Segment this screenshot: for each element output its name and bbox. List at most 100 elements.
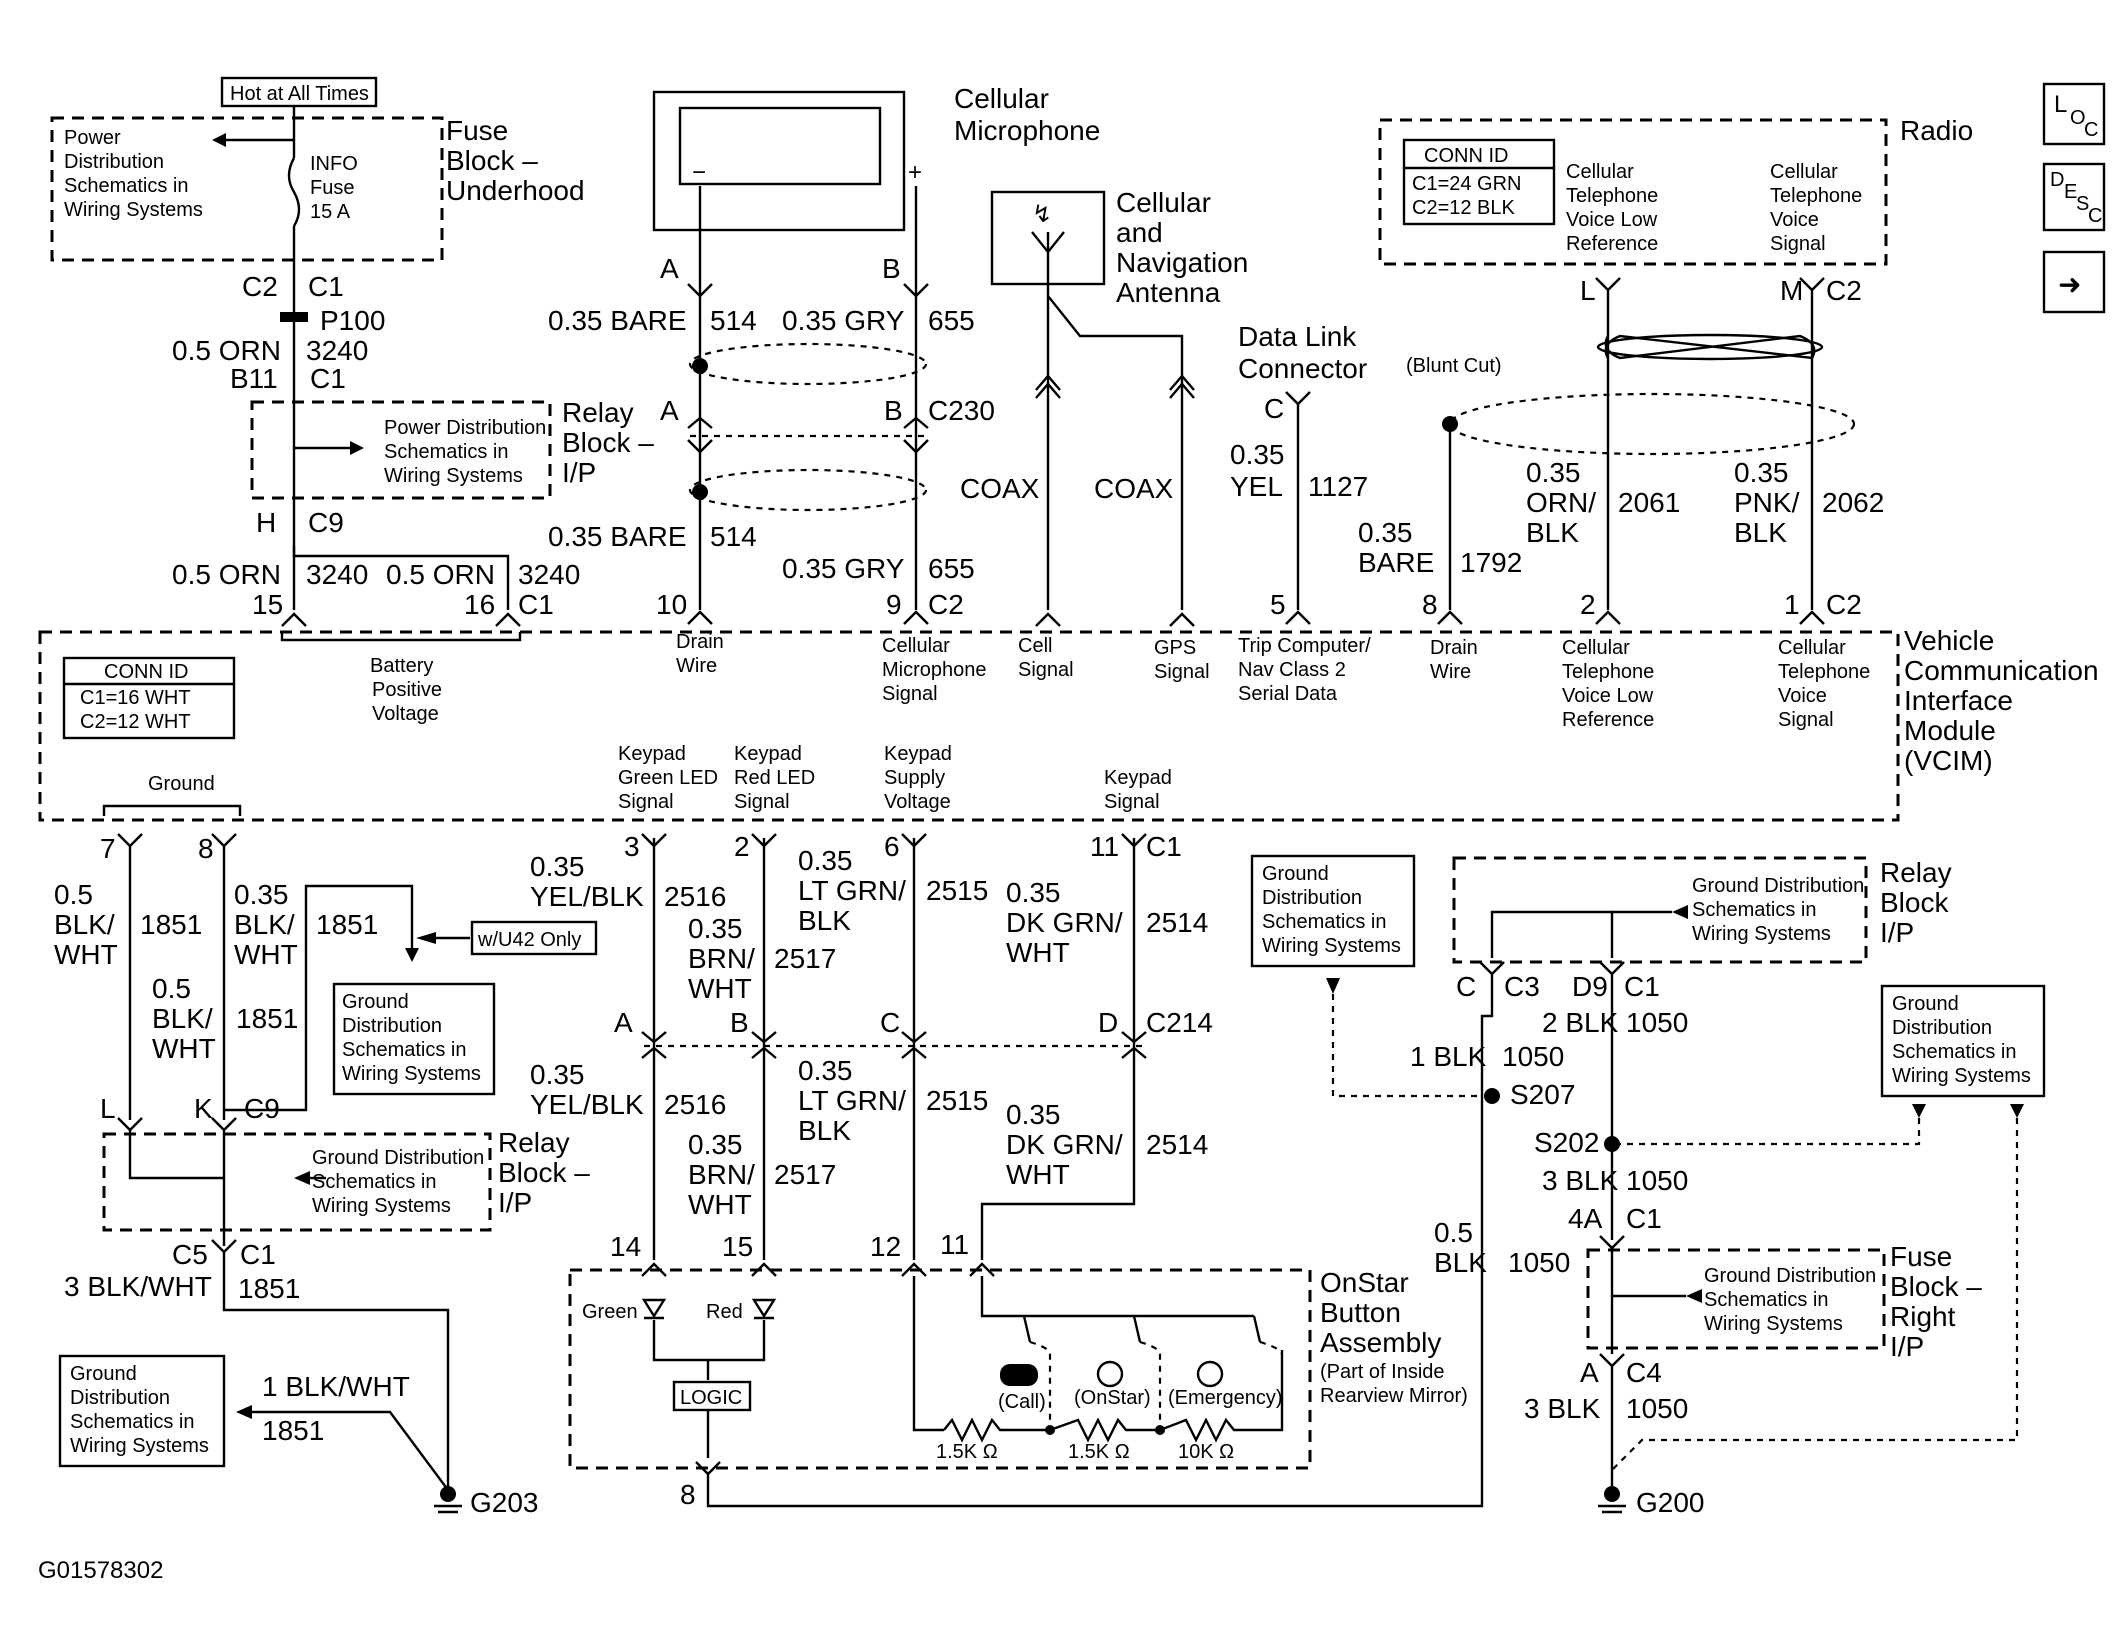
svg-text:C1=16 WHT: C1=16 WHT (80, 687, 191, 709)
fuse-block-underhood: Hot at All Times Power Distribution Sche… (50, 76, 585, 262)
svg-text:Voice: Voice (1770, 209, 1819, 231)
svg-text:WHT: WHT (688, 973, 752, 1004)
svg-text:C2: C2 (242, 271, 278, 302)
svg-text:Ground Distribution: Ground Distribution (312, 1147, 484, 1169)
svg-text:Serial Data: Serial Data (1238, 683, 1338, 705)
svg-text:C230: C230 (928, 395, 995, 426)
svg-text:Rearview Mirror): Rearview Mirror) (1320, 1385, 1468, 1407)
svg-text:E: E (2064, 181, 2077, 203)
svg-text:0.35: 0.35 (688, 1129, 743, 1160)
description-button[interactable]: D E S C (2042, 162, 2106, 232)
svg-text:Ground: Ground (1262, 863, 1329, 885)
svg-text:D9: D9 (1572, 971, 1608, 1002)
svg-text:C1: C1 (240, 1239, 276, 1270)
svg-text:DK GRN/: DK GRN/ (1006, 1129, 1123, 1160)
svg-text:3 BLK: 3 BLK (1542, 1165, 1619, 1196)
svg-text:Wire: Wire (1430, 661, 1471, 683)
svg-text:Wiring Systems: Wiring Systems (70, 1435, 209, 1457)
svg-text:0.35: 0.35 (1006, 1099, 1061, 1130)
svg-text:↯: ↯ (1032, 201, 1052, 228)
svg-text:A: A (660, 395, 679, 426)
svg-text:514: 514 (710, 305, 757, 336)
svg-text:Signal: Signal (882, 683, 938, 705)
svg-text:655: 655 (928, 553, 975, 584)
svg-text:0.5: 0.5 (1434, 1217, 1473, 1248)
svg-text:Ground Distribution: Ground Distribution (1704, 1265, 1876, 1287)
svg-text:and: and (1116, 217, 1163, 248)
svg-text:BARE: BARE (1358, 547, 1434, 578)
svg-text:Fuse: Fuse (1890, 1241, 1952, 1272)
svg-text:Wiring Systems: Wiring Systems (342, 1063, 481, 1085)
svg-text:3 BLK/WHT: 3 BLK/WHT (64, 1271, 212, 1302)
svg-text:1050: 1050 (1626, 1165, 1688, 1196)
svg-text:Wiring Systems: Wiring Systems (1692, 923, 1831, 945)
svg-text:BRN/: BRN/ (688, 1159, 755, 1190)
svg-text:Ground: Ground (70, 1363, 137, 1385)
svg-text:Wiring Systems: Wiring Systems (384, 465, 523, 487)
svg-text:Wiring Systems: Wiring Systems (64, 199, 203, 221)
svg-text:C: C (2084, 119, 2098, 141)
svg-text:G200: G200 (1636, 1487, 1705, 1518)
data-link-connector: Data Link Connector C 0.35 YEL 1127 5 Tr… (1230, 321, 1371, 705)
svg-text:0.35: 0.35 (798, 845, 853, 876)
svg-text:WHT: WHT (152, 1033, 216, 1064)
svg-text:S207: S207 (1510, 1079, 1575, 1110)
svg-text:L: L (2054, 91, 2067, 118)
svg-text:B: B (884, 395, 903, 426)
hot-label-box (220, 76, 378, 108)
next-arrow-button[interactable]: ➜ (2042, 250, 2106, 314)
svg-text:Telephone: Telephone (1770, 185, 1862, 207)
svg-text:BLK/: BLK/ (152, 1003, 213, 1034)
svg-text:2: 2 (1580, 589, 1596, 620)
svg-text:0.35: 0.35 (530, 851, 585, 882)
svg-text:Cellular: Cellular (882, 635, 950, 657)
svg-text:COAX: COAX (1094, 473, 1174, 504)
svg-text:WHT: WHT (1006, 937, 1070, 968)
svg-text:15 A: 15 A (310, 201, 351, 223)
svg-text:2514: 2514 (1146, 1129, 1208, 1160)
svg-text:S: S (2076, 193, 2089, 215)
svg-text:(OnStar): (OnStar) (1074, 1387, 1151, 1409)
svg-text:12: 12 (870, 1231, 901, 1262)
svg-text:YEL/BLK: YEL/BLK (530, 1089, 644, 1120)
svg-text:Cellular: Cellular (1770, 161, 1838, 183)
svg-text:D: D (2050, 169, 2064, 191)
svg-text:Schematics in: Schematics in (70, 1411, 195, 1433)
svg-text:16: 16 (464, 589, 495, 620)
svg-text:6: 6 (884, 831, 900, 862)
svg-text:A: A (660, 253, 679, 284)
power-feed-wire: C2 C1 P100 0.5 ORN 3240 B11 C1 Power Dis… (172, 226, 654, 725)
svg-text:DK GRN/: DK GRN/ (1006, 907, 1123, 938)
svg-text:4A: 4A (1568, 1203, 1603, 1234)
svg-text:C5: C5 (172, 1239, 208, 1270)
svg-text:Keypad: Keypad (618, 743, 686, 765)
cellular-microphone: − + Cellular Microphone A B 0.35 BARE 51… (548, 83, 1174, 705)
location-button[interactable]: L O C (2042, 82, 2106, 146)
svg-text:2: 2 (734, 831, 750, 862)
svg-text:8: 8 (198, 833, 214, 864)
svg-text:Schematics in: Schematics in (312, 1171, 437, 1193)
svg-text:Voltage: Voltage (372, 703, 439, 725)
svg-text:2515: 2515 (926, 875, 988, 906)
svg-text:C1: C1 (308, 271, 344, 302)
svg-text:Signal: Signal (1104, 791, 1160, 813)
svg-text:C4: C4 (1626, 1357, 1662, 1388)
svg-text:Wiring Systems: Wiring Systems (1262, 935, 1401, 957)
svg-text:Vehicle: Vehicle (1904, 625, 1994, 656)
svg-text:Block –: Block – (562, 427, 654, 458)
svg-text:0.5 ORN: 0.5 ORN (172, 335, 281, 366)
svg-text:L: L (1580, 275, 1596, 306)
svg-text:BLK/: BLK/ (234, 909, 295, 940)
svg-text:Wiring Systems: Wiring Systems (312, 1195, 451, 1217)
svg-text:I/P: I/P (1880, 917, 1914, 948)
svg-text:Distribution: Distribution (1892, 1017, 1992, 1039)
svg-text:1851: 1851 (140, 909, 202, 940)
svg-text:Voice: Voice (1778, 685, 1827, 707)
svg-text:Keypad: Keypad (734, 743, 802, 765)
svg-text:0.35: 0.35 (1734, 457, 1789, 488)
svg-text:Trip Computer/: Trip Computer/ (1238, 635, 1371, 657)
svg-text:C214: C214 (1146, 1007, 1213, 1038)
svg-text:1050: 1050 (1502, 1041, 1564, 1072)
svg-text:Ground: Ground (342, 991, 409, 1013)
